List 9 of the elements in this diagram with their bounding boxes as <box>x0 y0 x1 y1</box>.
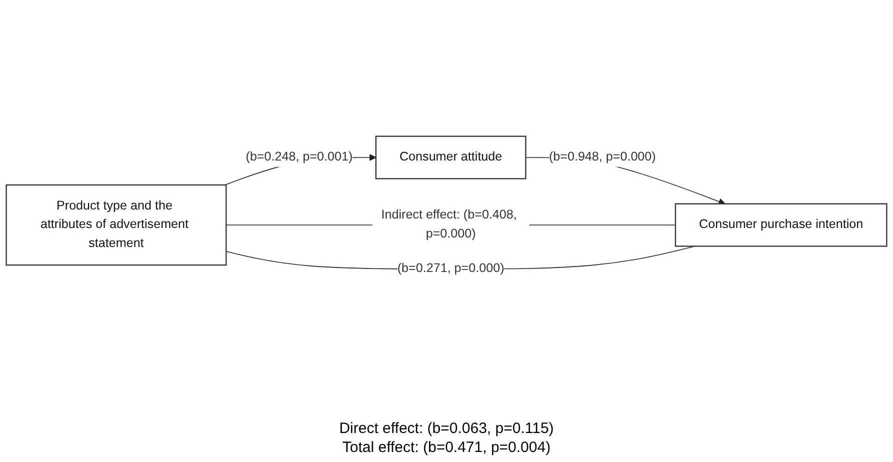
edge-label: (b=0.271, p=0.000) <box>397 262 504 275</box>
node-box: Consumer purchase intention <box>674 202 888 246</box>
effect-note: Direct effect: (b=0.063, p=0.115) <box>339 420 554 437</box>
effect-note: Total effect: (b=0.471, p=0.004) <box>341 439 552 456</box>
node-box: Consumer attitude <box>375 135 526 179</box>
edge-label: Indirect effect: (b=0.408, p=0.000) <box>381 208 517 240</box>
edge-label: (b=0.948, p=0.000) <box>548 150 656 164</box>
node-box: Product type and the attributes of advertisement statement <box>6 184 227 266</box>
edge-label: (b=0.248, p=0.001) <box>246 150 353 164</box>
